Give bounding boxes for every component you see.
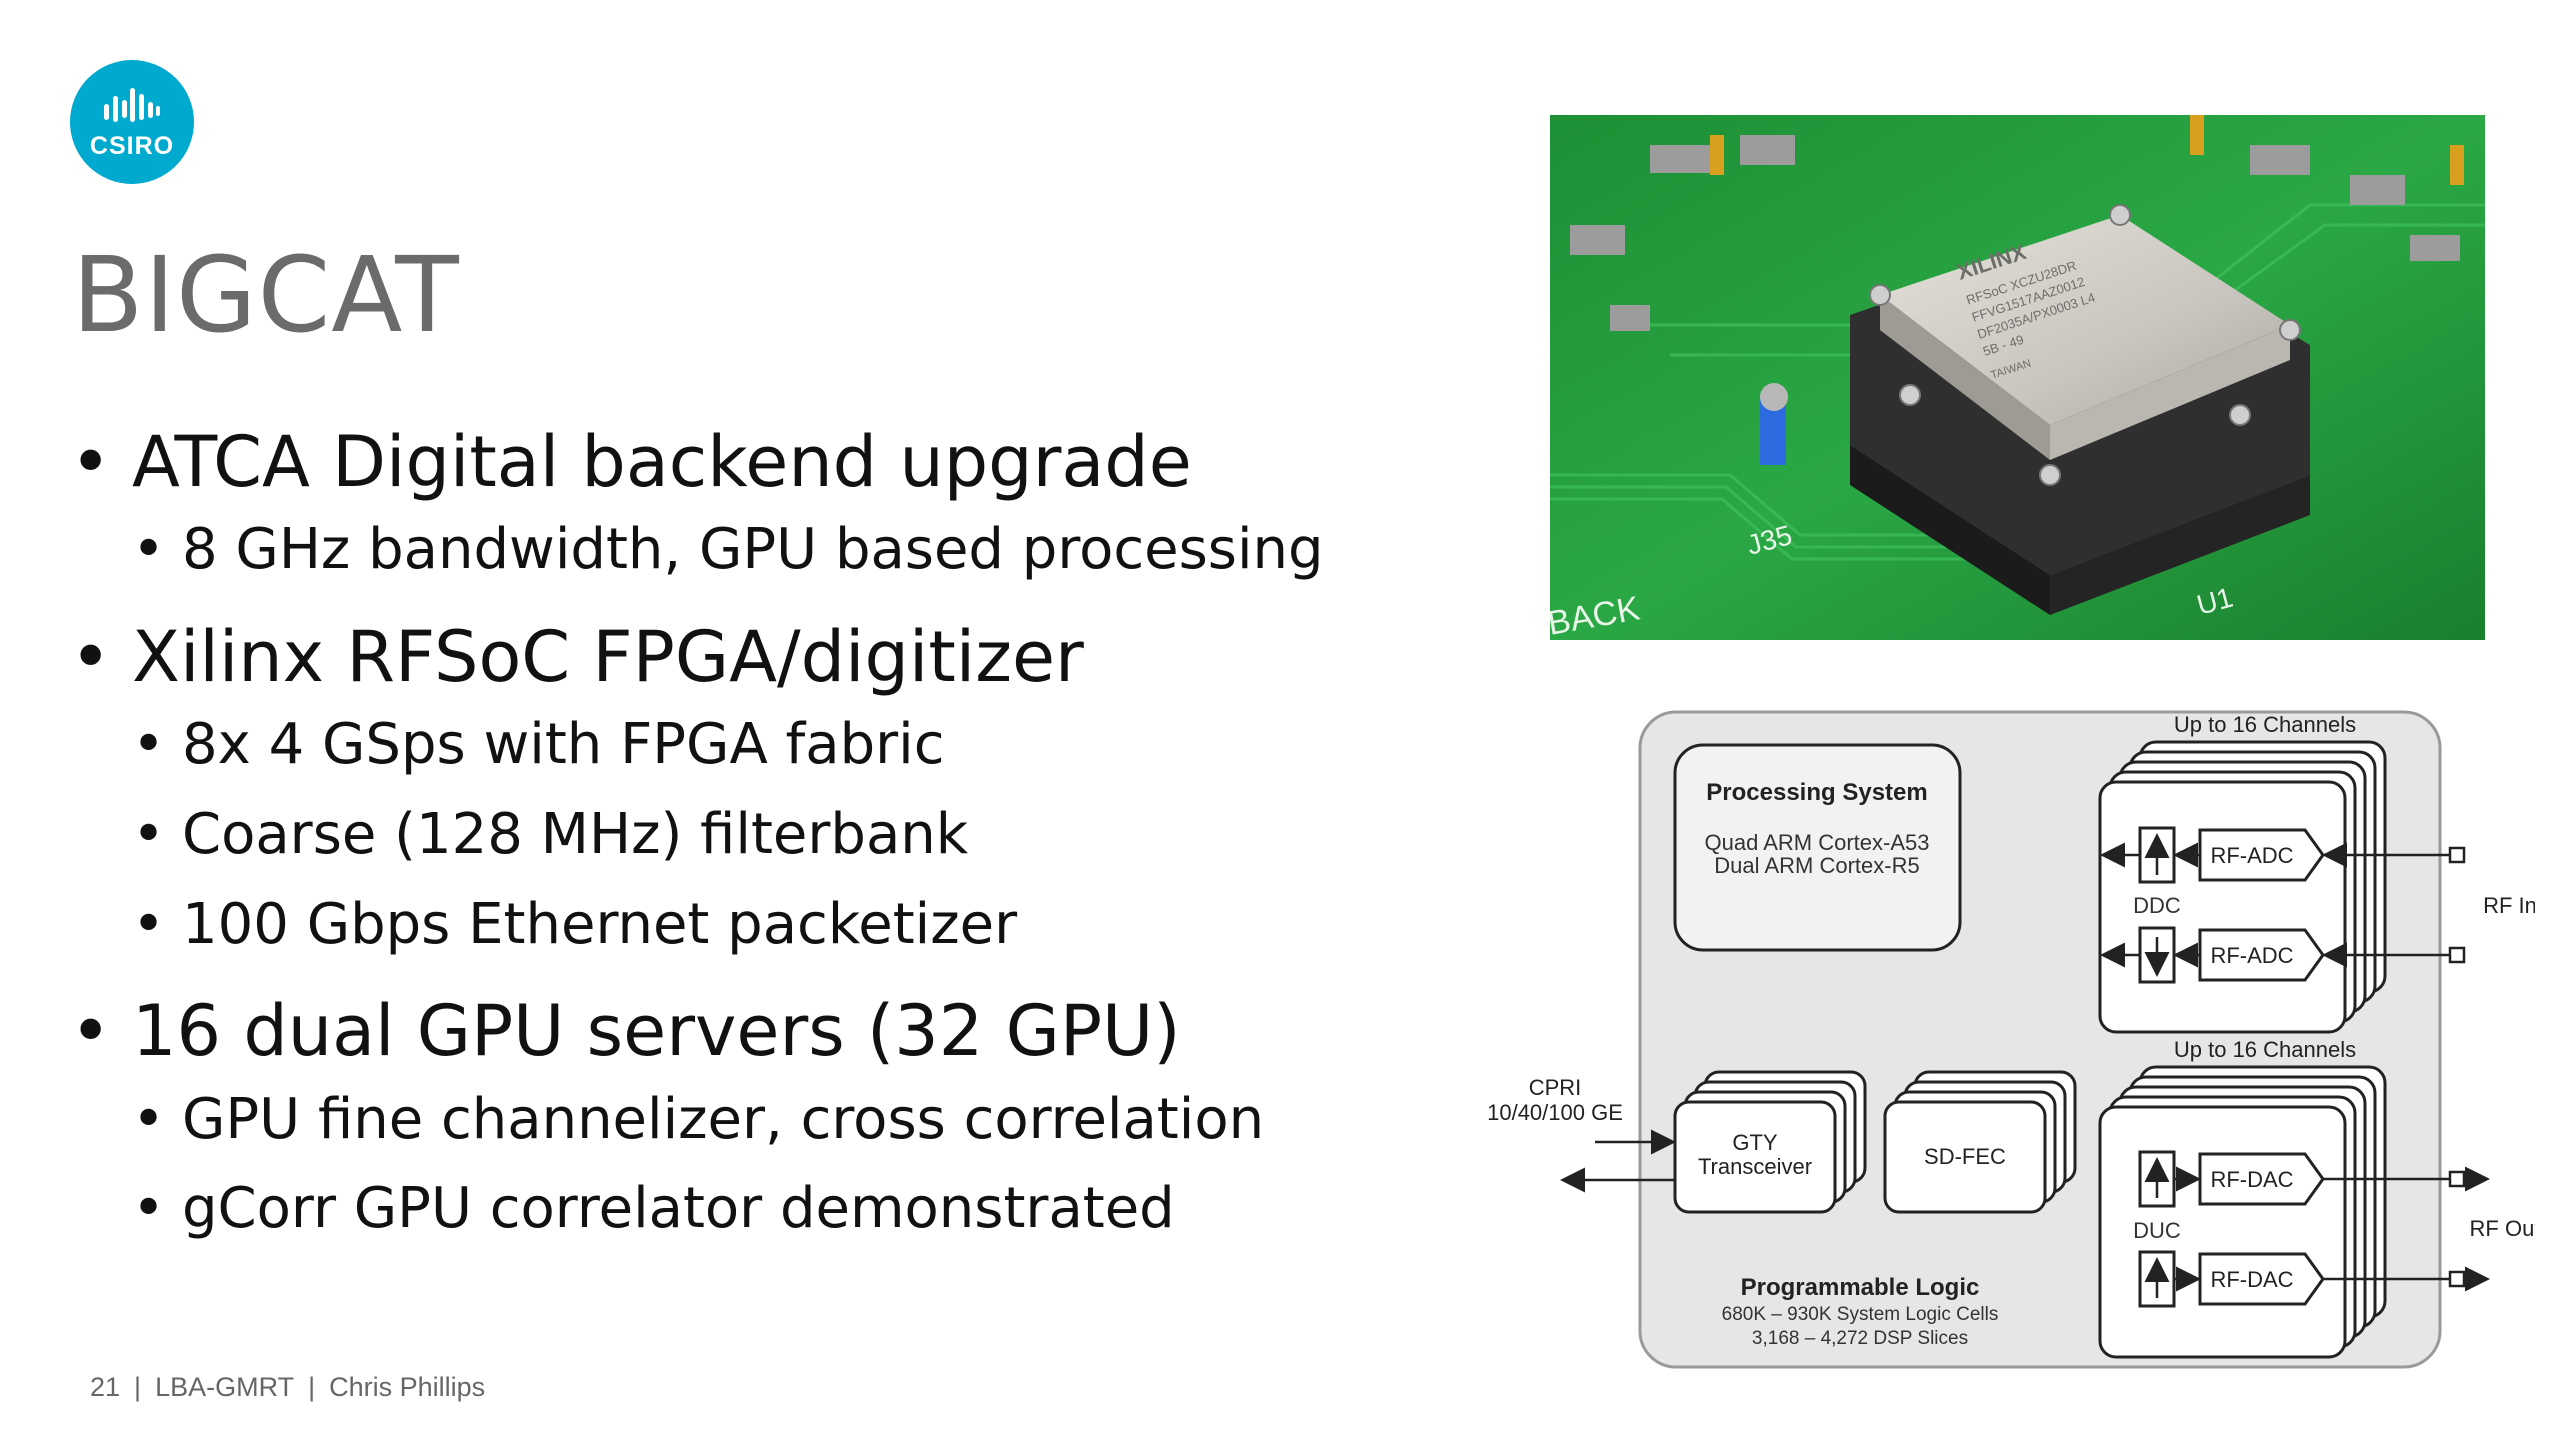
dac-label: RF-DAC	[2210, 1167, 2293, 1192]
processing-system-block	[1673, 743, 1962, 952]
event-name: LBA-GMRT	[155, 1372, 295, 1402]
adc-channel-count: Up to 16 Channels	[2174, 712, 2356, 737]
sd-fec-block	[1883, 1100, 2047, 1214]
bullet-marker: •	[132, 1086, 166, 1152]
footer-separator: |	[134, 1372, 142, 1402]
ps-line: Quad ARM Cortex-A53	[1705, 830, 1930, 855]
bullet-marker: •	[70, 990, 112, 1073]
dac-channel-count: Up to 16 Channels	[2174, 1037, 2356, 1062]
logo-text: CSIRO	[89, 131, 175, 160]
bullet-marker: •	[70, 421, 112, 503]
pl-line: 680K – 930K System Logic Cells	[1722, 1304, 1999, 1325]
bullet-text: 16 dual GPU servers (32 GPU)	[132, 990, 1181, 1073]
page-number: 21	[90, 1372, 121, 1402]
footer-separator: |	[308, 1372, 316, 1402]
ps-line: Dual ARM Cortex-R5	[1714, 853, 1919, 878]
sub-bullet-item: •100 Gbps Ethernet packetizer	[70, 880, 1470, 970]
ddc-label: DDC	[2133, 893, 2181, 918]
sub-bullet-text: Coarse (128 MHz) filterbank	[182, 801, 969, 867]
author-name: Chris Phillips	[329, 1372, 486, 1402]
ethernet-label: 10/40/100 GE	[1487, 1100, 1623, 1125]
adc-label: RF-ADC	[2210, 943, 2293, 968]
gty-transceiver-block	[1673, 1100, 1837, 1214]
bullet-text: ATCA Digital backend upgrade	[132, 421, 1192, 503]
duc-label: DUC	[2133, 1218, 2181, 1243]
slide-footer: 21 | LBA-GMRT | Chris Phillips	[90, 1372, 485, 1403]
sub-bullet-text: gCorr GPU correlator demonstrated	[182, 1176, 1175, 1242]
block-diagram-svg: Processing System Quad ARM Cortex-A53 Du…	[1487, 710, 2540, 1369]
sub-bullet-text: 100 Gbps Ethernet packetizer	[182, 891, 1018, 957]
sub-bullet-text: 8 GHz bandwidth, GPU based processing	[182, 517, 1324, 583]
board-illustration: XILINX RFSoC XCZU28DR FFVG1517AAZ0012 DF…	[1550, 115, 2485, 640]
sub-bullet-text: GPU fine channelizer, cross correlation	[182, 1086, 1265, 1152]
pl-title: Programmable Logic	[1741, 1274, 1980, 1301]
pl-line: 3,168 – 4,272 DSP Slices	[1752, 1328, 1968, 1349]
gty-label: Transceiver	[1698, 1154, 1812, 1179]
cpri-label: CPRI	[1529, 1075, 1582, 1100]
bullet-item: •Xilinx RFSoC FPGA/digitizer	[70, 615, 1470, 700]
bullet-item: •16 dual GPU servers (32 GPU)	[70, 989, 1470, 1074]
gty-label: GTY	[1732, 1130, 1778, 1155]
sub-bullet-item: •GPU fine channelizer, cross correlation	[70, 1075, 1470, 1165]
bullet-marker: •	[70, 615, 112, 698]
ps-title: Processing System	[1706, 779, 1927, 806]
adc-label: RF-ADC	[2210, 843, 2293, 868]
bullet-marker: •	[132, 891, 166, 957]
bullet-marker: •	[132, 1176, 166, 1242]
sub-bullet-item: •Coarse (128 MHz) filterbank	[70, 790, 1470, 880]
bullet-list: •ATCA Digital backend upgrade •8 GHz ban…	[70, 420, 1470, 1254]
sd-fec-label: SD-FEC	[1924, 1144, 2006, 1169]
bullet-marker: •	[132, 801, 166, 867]
slide-title: BIGCAT	[72, 234, 460, 356]
rfsoc-block-diagram: Processing System Quad ARM Cortex-A53 Du…	[1475, 700, 2540, 1380]
bullet-marker: •	[132, 712, 166, 778]
rf-out-label: RF Out	[2470, 1216, 2535, 1241]
csiro-waveform-icon	[104, 87, 160, 122]
sub-bullet-item: •8 GHz bandwidth, GPU based processing	[70, 505, 1470, 595]
bullet-marker: •	[132, 517, 166, 583]
dac-label: RF-DAC	[2210, 1267, 2293, 1292]
bullet-item: •ATCA Digital backend upgrade	[70, 420, 1470, 505]
sub-bullet-text: 8x 4 GSps with FPGA fabric	[182, 712, 945, 778]
sub-bullet-item: •8x 4 GSps with FPGA fabric	[70, 700, 1470, 790]
rf-in-label: RF In	[2483, 893, 2535, 918]
rfsoc-board-photo: XILINX RFSoC XCZU28DR FFVG1517AAZ0012 DF…	[1550, 115, 2485, 640]
csiro-logo: CSIRO	[70, 60, 194, 184]
sub-bullet-item: •gCorr GPU correlator demonstrated	[70, 1164, 1470, 1254]
bullet-text: Xilinx RFSoC FPGA/digitizer	[132, 615, 1084, 698]
